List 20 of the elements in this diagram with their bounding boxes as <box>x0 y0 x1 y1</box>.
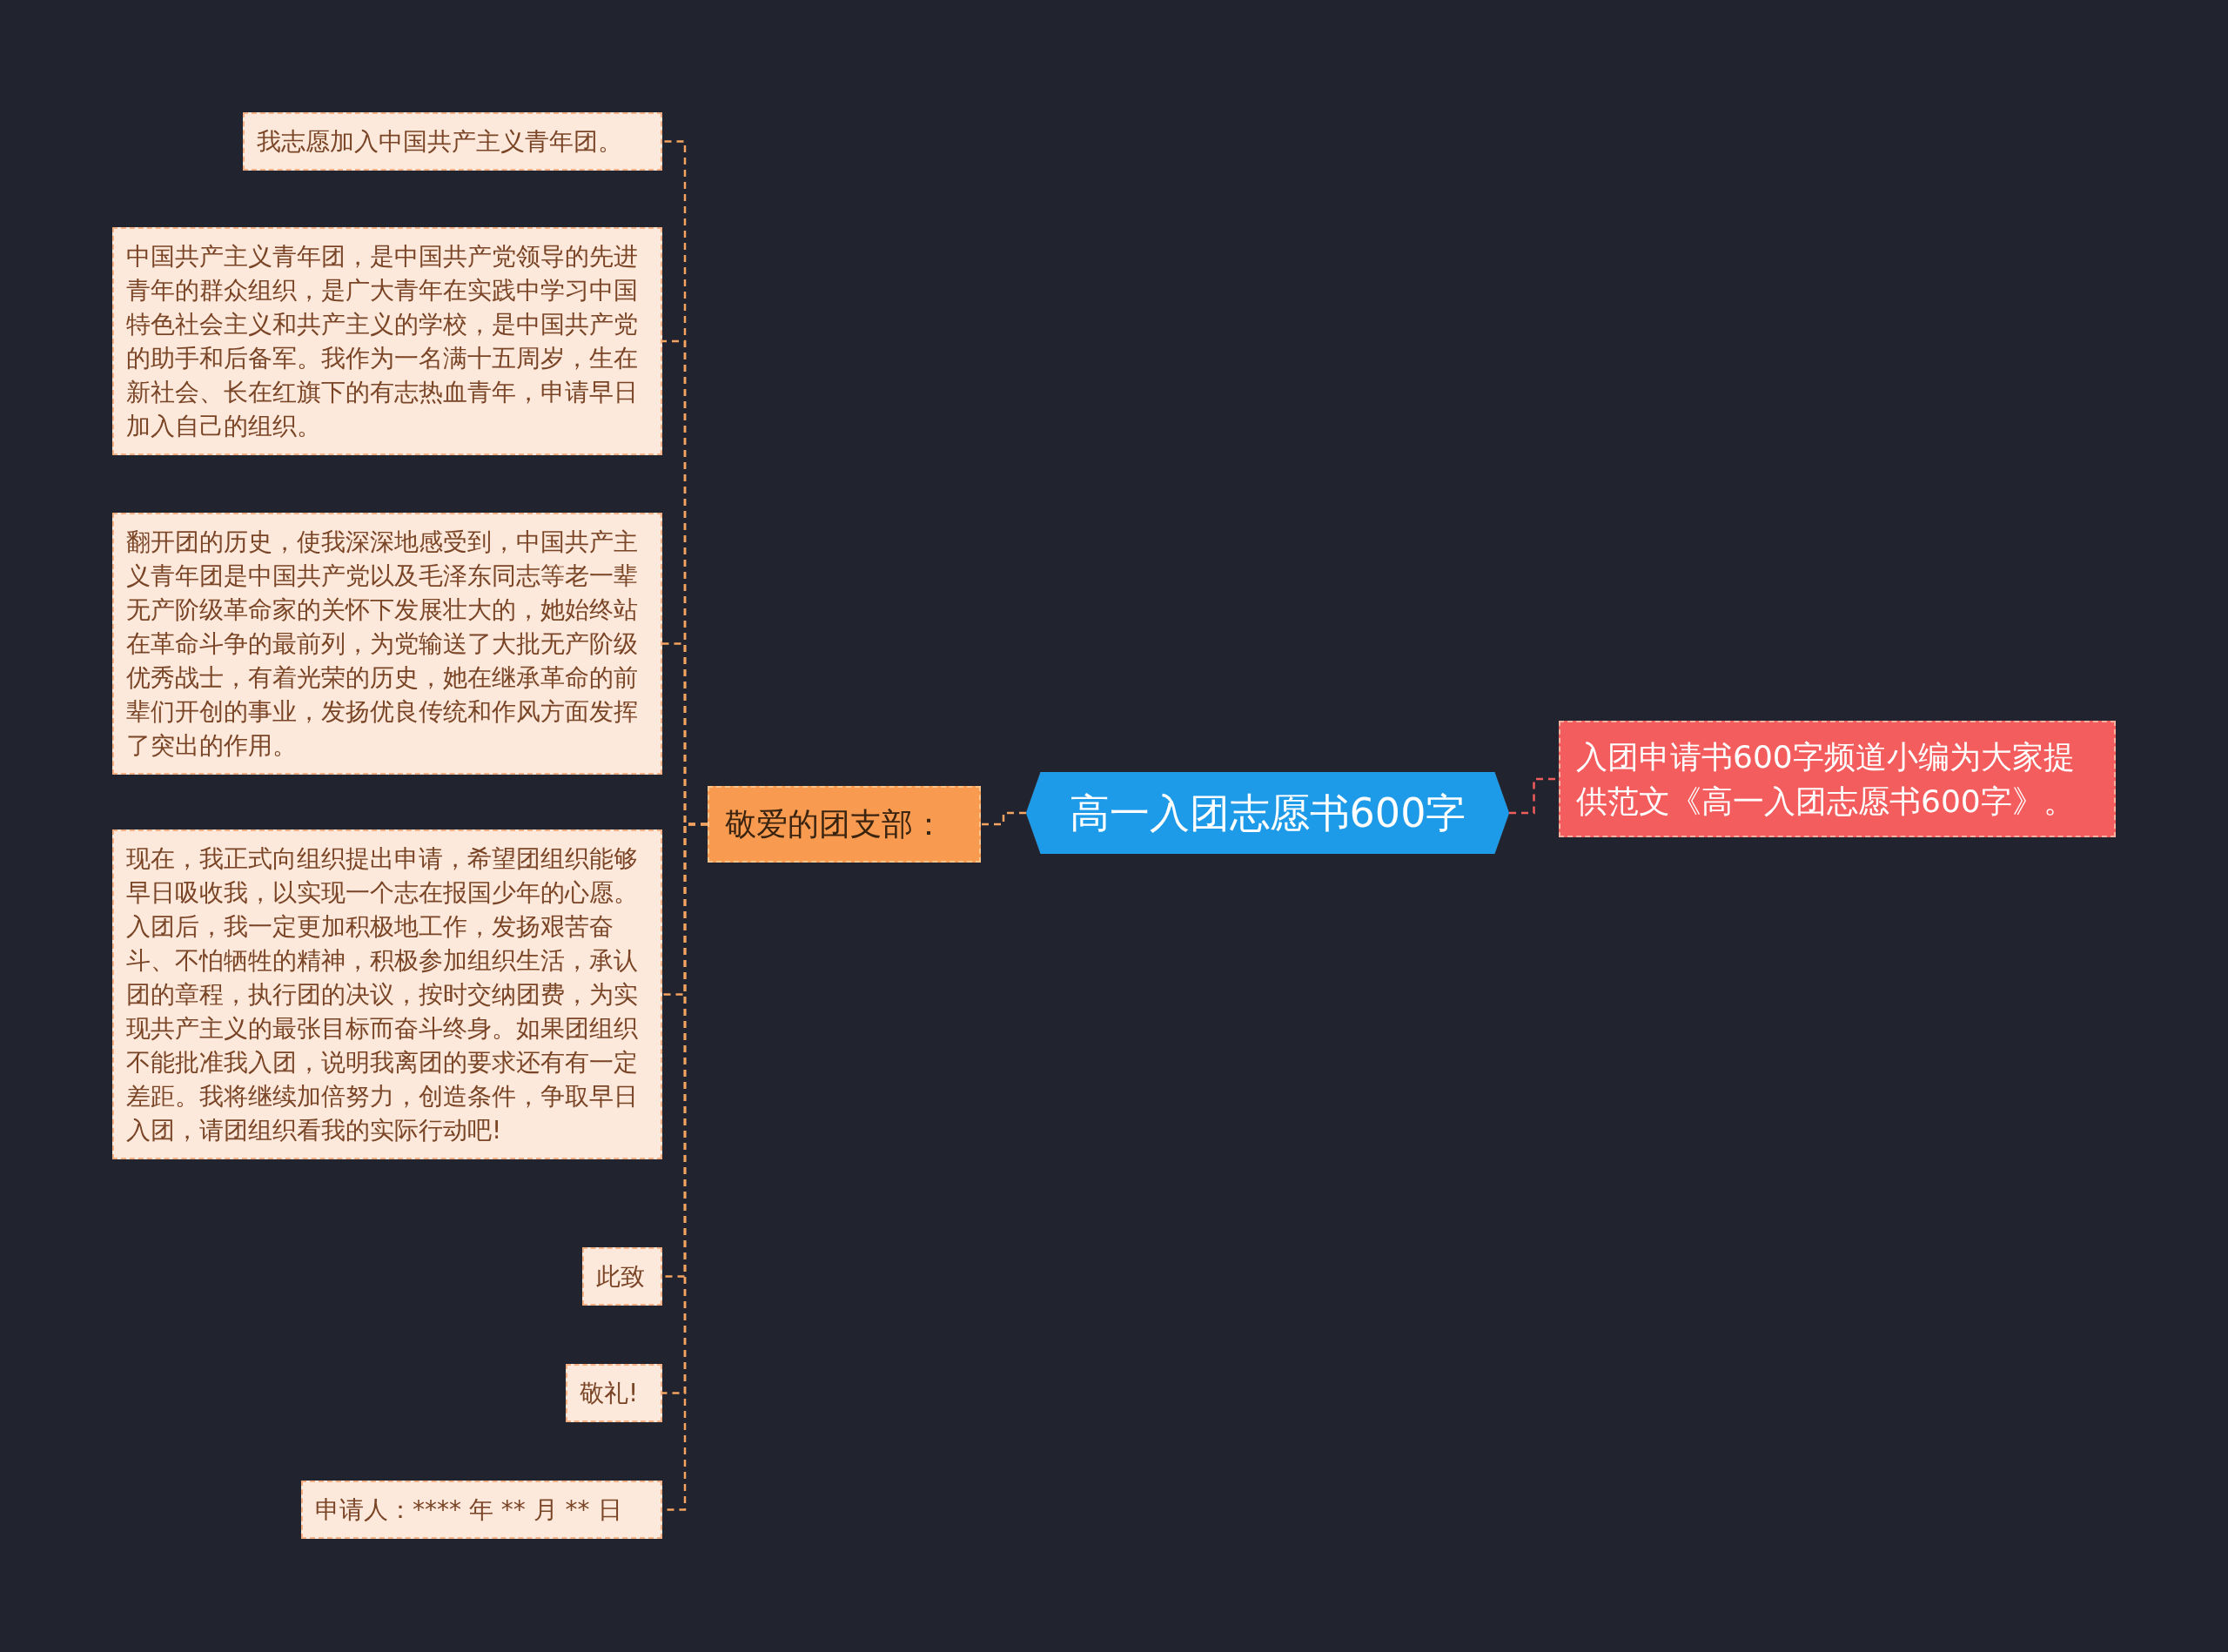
node-text: 翻开团的历史，使我深深地感受到，中国共产主义青年团是中国共产党以及毛泽东同志等老一辈无产阶级革命家的关怀下发展壮大的，她始终站在革命斗争的最前列，为党输送了大批无产阶级优秀战士，有着光荣的历史，她在继承革命的前辈们开创的事业，发扬优良传统和作风方面发挥了突出的作用。 <box>126 527 639 762</box>
node-text: 现在，我正式向组织提出申请，希望团组织能够早日吸收我，以实现一个志在报国少年的心愿。入团后，我一定更加积极地工作，发扬艰苦奋斗、不怕牺牲的精神，积极参加组织生活，承认团的章程，执行团的决议，按时交纳团费，为实现共产主义的最张目标而奋斗终身。如果团组织不能批准我入团，说明我离团的要求还有有一定差距。我将继续加倍努力，创造条件，争取早日入团，请团组织看我的实际行动吧! <box>126 843 639 1146</box>
leaf-box <box>566 1364 662 1422</box>
topic-hexagon <box>1026 772 1509 854</box>
leaf-box <box>243 112 662 171</box>
subtopic-box <box>708 786 981 863</box>
leaf-box <box>112 227 662 455</box>
node-text: 敬爱的团支部： <box>725 805 945 843</box>
node-text: 中国共产主义青年团，是中国共产党领导的先进青年的群众组织，是广大青年在实践中学习中国特色社会主义和共产主义的学校，是中国共产党的助手和后备军。我作为一名满十五周岁，生在新社会、长在红旗下的有志热血青年，申请早日加入自己的组织。 <box>126 241 639 442</box>
node-text: 我志愿加入中国共产主义青年团。 <box>257 126 623 158</box>
note-box <box>1559 721 2116 837</box>
connector-line <box>981 811 1026 826</box>
node-text: 敬礼! <box>580 1378 640 1409</box>
leaf-box <box>301 1481 662 1539</box>
leaf-box <box>582 1247 662 1306</box>
node-text: 申请人：**** 年 ** 月 ** 日 <box>315 1494 623 1526</box>
node-text: 此致 <box>596 1261 646 1293</box>
node-text: 高一入团志愿书600字 <box>1068 789 1467 838</box>
leaf-box <box>112 513 662 775</box>
node-text: 入团申请书600字频道小编为大家提供范文《高一入团志愿书600字》。 <box>1576 738 2076 821</box>
